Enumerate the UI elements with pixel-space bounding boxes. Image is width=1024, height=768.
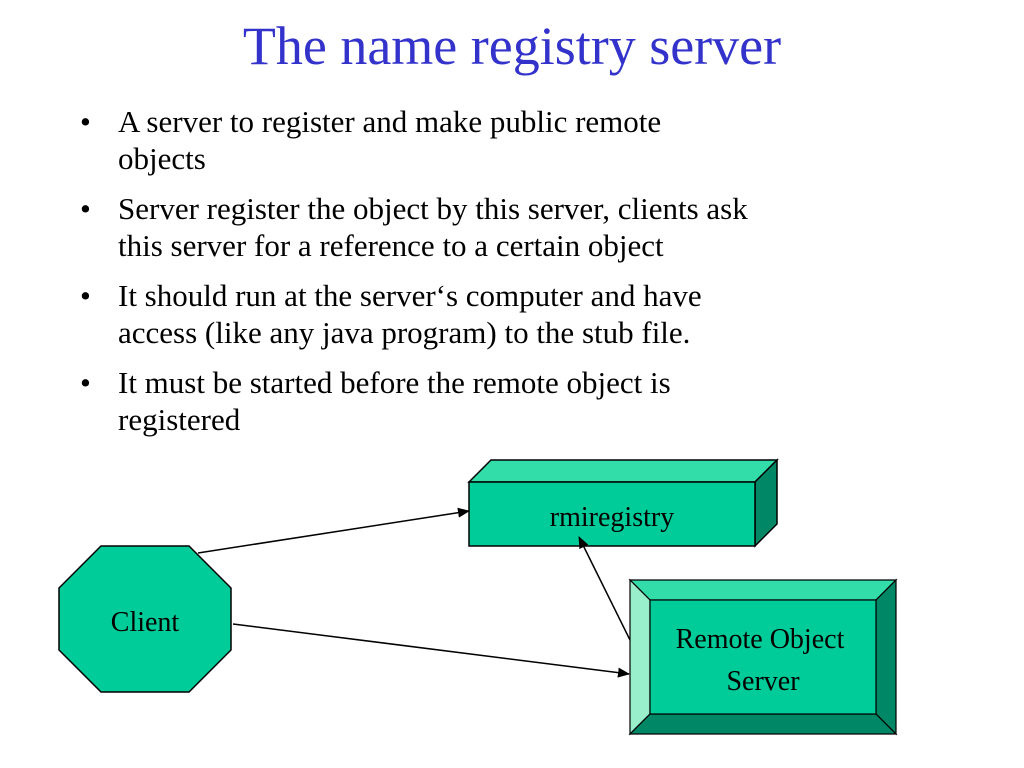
bullet-text-line: registered xyxy=(118,402,241,437)
bullet-icon: • xyxy=(80,104,91,139)
rmiregistry-label: rmiregistry xyxy=(550,502,674,533)
remote-object-server-node: Remote Object Server xyxy=(628,578,898,736)
arrow-client-to-remote-server xyxy=(232,623,630,678)
bullet-item: • Server register the object by this ser… xyxy=(78,190,958,264)
bullet-item: • It should run at the server‘s computer… xyxy=(78,277,958,351)
remote-server-bevel-top xyxy=(628,579,898,601)
rmiregistry-front-face xyxy=(468,481,756,547)
bullet-text-line: It must be started before the remote obj… xyxy=(118,365,671,400)
rmiregistry-top-face xyxy=(467,459,779,483)
bullet-list: • A server to register and make public r… xyxy=(78,103,958,451)
rmiregistry-node: rmiregistry xyxy=(467,458,779,548)
bullet-icon: • xyxy=(80,365,91,400)
bullet-icon: • xyxy=(80,191,91,226)
remote-server-label-line1: Remote Object xyxy=(676,624,845,655)
remote-server-bevel-left xyxy=(629,578,651,736)
client-node: Client xyxy=(58,545,232,693)
remote-server-bevel-bottom xyxy=(628,713,898,735)
client-label: Client xyxy=(111,607,180,638)
bullet-text-line: objects xyxy=(118,141,206,176)
remote-server-face xyxy=(649,599,877,715)
remote-server-bevel-right xyxy=(875,578,897,736)
bullet-item: • It must be started before the remote o… xyxy=(78,364,958,438)
bullet-item: • A server to register and make public r… xyxy=(78,103,958,177)
remote-server-label-line2: Server xyxy=(726,666,800,697)
client-octagon-shape xyxy=(58,545,232,693)
bullet-text-line: It should run at the server‘s computer a… xyxy=(118,278,702,313)
arrow-client-to-registry xyxy=(197,507,470,554)
bullet-text-line: this server for a reference to a certain… xyxy=(118,228,664,263)
bullet-text-line: Server register the object by this serve… xyxy=(118,191,748,226)
bullet-icon: • xyxy=(80,278,91,313)
bullet-text-line: access (like any java program) to the st… xyxy=(118,315,691,350)
slide-title: The name registry server xyxy=(242,16,782,76)
bullet-text-line: A server to register and make public rem… xyxy=(118,104,662,139)
arrow-remote-server-to-registry xyxy=(578,536,631,641)
